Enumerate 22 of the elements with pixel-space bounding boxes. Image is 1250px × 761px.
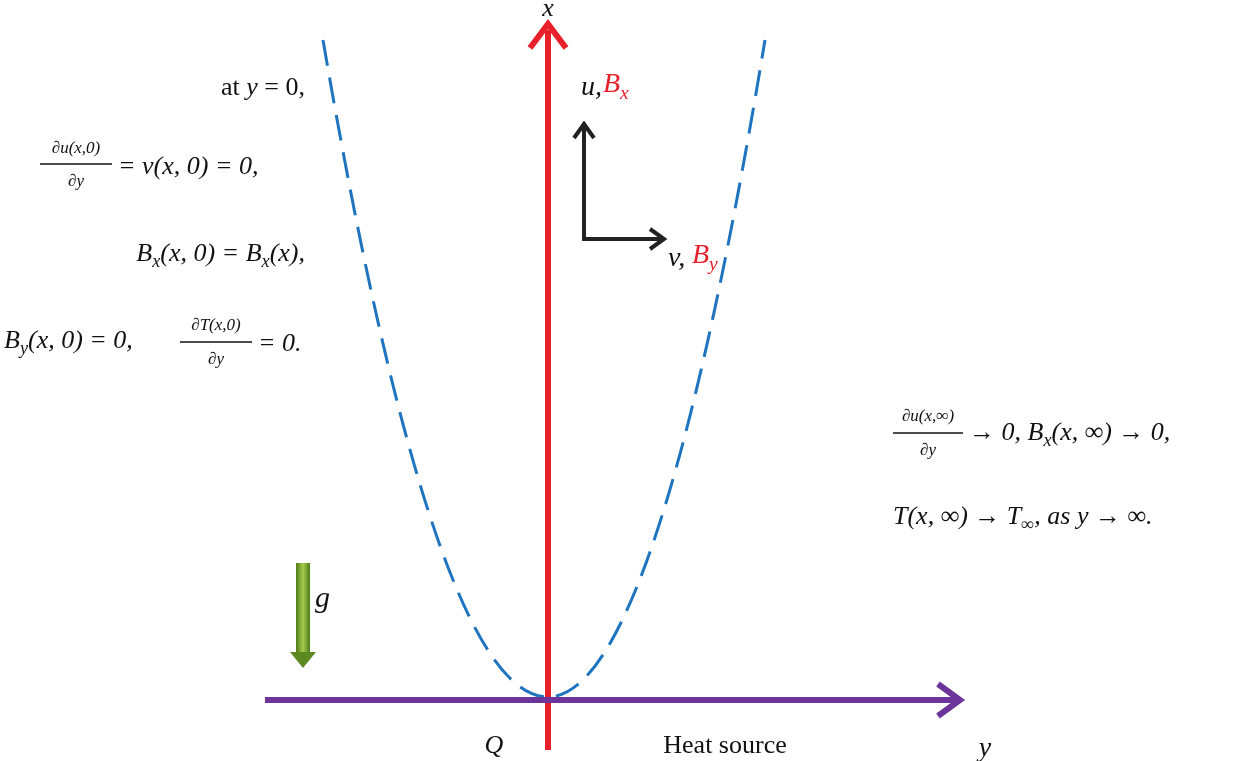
gravity-label: g: [315, 579, 330, 613]
vector-label: v,: [668, 241, 686, 273]
point-label: Q: [484, 730, 504, 760]
axis-label: y: [978, 731, 992, 761]
vector-label: u,: [581, 70, 602, 102]
formula-denominator: ∂y: [68, 171, 84, 191]
axis-label: x: [542, 0, 554, 23]
boundary-condition: B$_{y}$(x, 0) = 0,: [4, 325, 133, 359]
boundary-condition: → 0, B$_{x}$(x, ∞) → 0,: [969, 417, 1171, 451]
vector-label: B$_{y}$: [692, 239, 718, 275]
formula-denominator: ∂y: [208, 349, 224, 369]
boundary-condition: at y = 0,: [221, 72, 305, 102]
formula-numerator: ∂T(x,0): [191, 315, 241, 335]
boundary-condition: = 0.: [258, 328, 302, 358]
formula-denominator: ∂y: [920, 440, 936, 460]
vector-label: B$_{x}$: [603, 68, 629, 104]
formula-numerator: ∂u(x,∞): [901, 406, 955, 426]
heat-source-label: Heat source: [663, 730, 787, 760]
formula-numerator: ∂u(x,0): [51, 138, 101, 158]
boundary-condition: T(x, ∞) → T$_{∞}$, as y → ∞.: [893, 501, 1153, 535]
boundary-condition: B$_{x}$(x, 0) = B$_{x}$(x),: [136, 238, 305, 272]
boundary-condition: = v(x, 0) = 0,: [118, 151, 259, 181]
